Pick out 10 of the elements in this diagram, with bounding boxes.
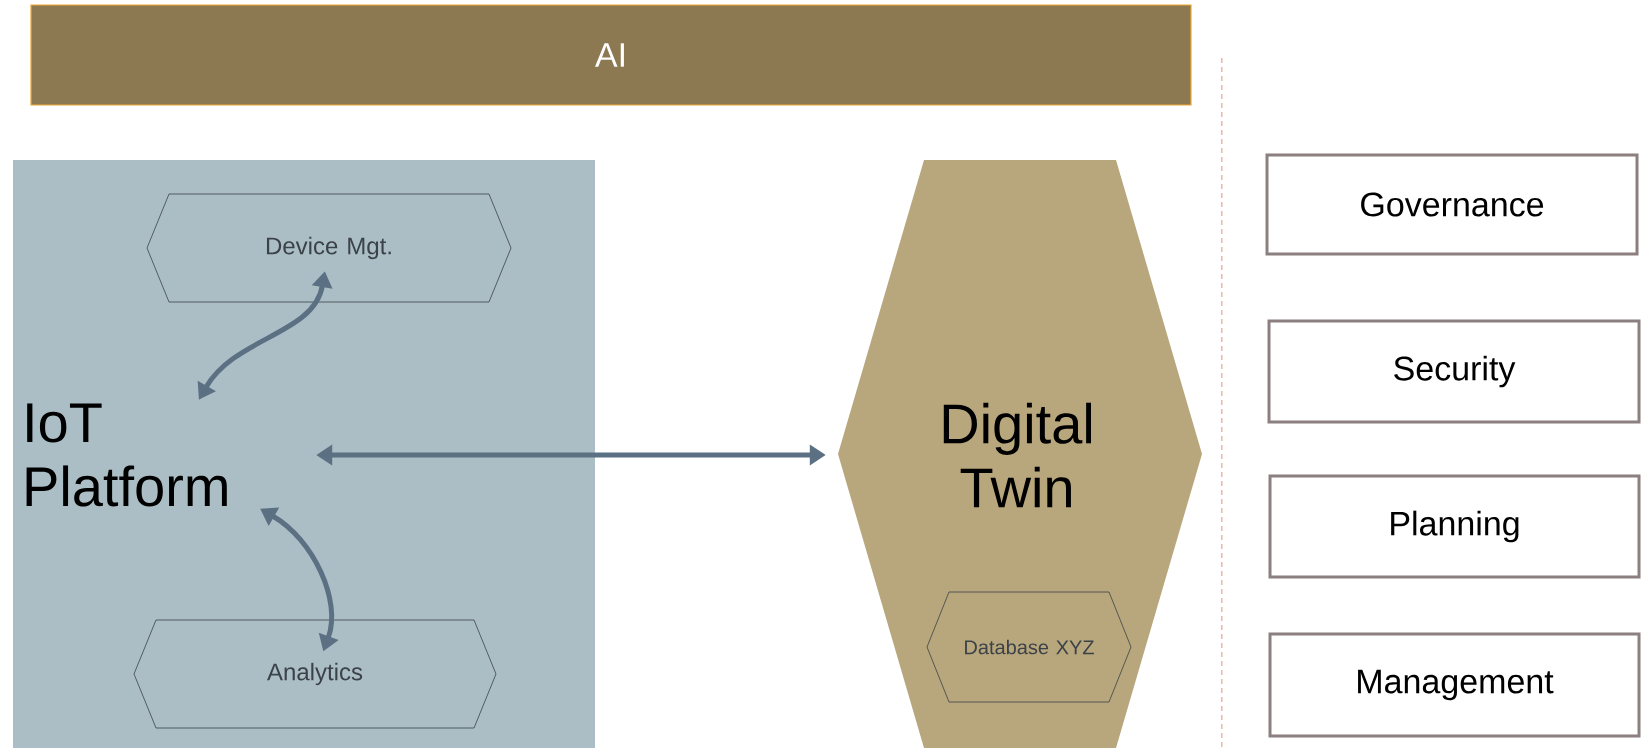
label-box: Governance (1265, 153, 1639, 256)
label-box: Management (1268, 632, 1641, 738)
hexagon-box: Analytics (133, 619, 497, 729)
label-box: Security (1267, 319, 1641, 424)
hexagon-box: Database XYZ (926, 591, 1132, 703)
platform-label: IoT Platform (26, 403, 227, 507)
panel (13, 160, 595, 748)
title-bar: AI (30, 4, 1192, 106)
label-box: Planning (1268, 474, 1641, 579)
hexagon-box: Device Mgt. (146, 193, 512, 303)
